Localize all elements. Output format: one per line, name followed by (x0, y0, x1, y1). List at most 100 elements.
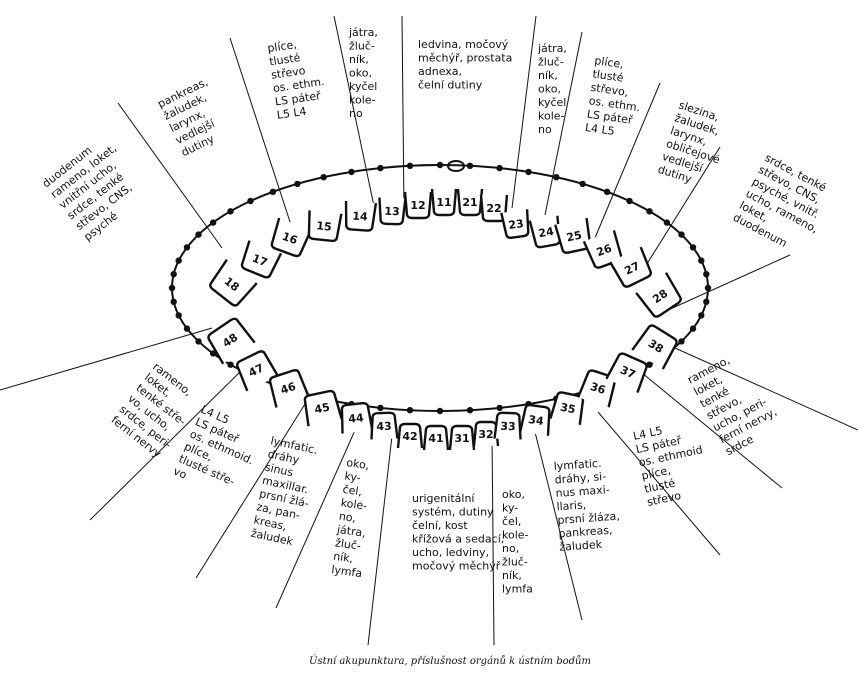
tooth-17: 17 (240, 240, 283, 279)
tooth-38: 38 (631, 324, 678, 370)
lower-label-8: L4 L5LS páteřos. ethmoidplíce,tlustéstře… (632, 417, 712, 509)
tooth-outline (609, 246, 652, 288)
tooth-number: 34 (527, 413, 544, 428)
tooth-number: 35 (559, 401, 577, 417)
tooth-number: 43 (376, 420, 392, 434)
divider-line (665, 343, 858, 431)
label-line: žaludek (250, 527, 295, 549)
acupoint-dot (183, 244, 191, 251)
tooth-31: 31 (448, 424, 476, 451)
upper-label-2: pankreas,žaludek,larynx,vedlejšídutiny (156, 75, 234, 159)
label-line: systém, dutiny (412, 506, 494, 519)
acupoint-dot (348, 168, 355, 176)
acupoint-dot (689, 244, 697, 251)
divider-line (544, 31, 583, 216)
label-line: L4 L5 (632, 424, 664, 443)
tooth-24: 24 (528, 215, 561, 249)
label-line: čelní dutiny (418, 79, 483, 92)
label-line: no (538, 123, 552, 136)
acupoint-dot (603, 188, 611, 195)
divider-line (591, 82, 661, 246)
tooth-16: 16 (270, 217, 313, 258)
tooth-number: 16 (280, 230, 299, 248)
tooth-outline (430, 188, 458, 217)
tooth-number: 24 (537, 225, 555, 241)
label-line: lymfatic. (553, 457, 602, 473)
tooth-27: 27 (609, 246, 652, 288)
divider-line (531, 419, 583, 621)
acupoint-dot (436, 161, 444, 169)
midline-marker (447, 160, 465, 172)
label-line: ník, (502, 569, 522, 582)
tooth-number: 46 (279, 380, 298, 397)
tooth-number: 13 (384, 205, 400, 219)
acupoint-dot (436, 407, 444, 415)
acupoint-dot (170, 298, 177, 305)
acupoint-dot (175, 312, 182, 319)
divider-line (229, 37, 293, 229)
tooth-outline (270, 217, 313, 258)
label-line: ník, (538, 69, 558, 82)
acupoint-dot (466, 162, 474, 169)
label-line: LS páteř (586, 108, 634, 127)
divider-line (89, 366, 246, 521)
tooth-outline (422, 424, 450, 451)
label-line: čel, (502, 515, 521, 528)
tooth-outline (209, 259, 258, 307)
label-line: kyčel (538, 96, 566, 109)
tooth-14: 14 (344, 200, 378, 232)
lower-label-4: oko,ky-čel,kole-no,játra,žluč-ník,lymfa (330, 456, 378, 580)
upper-label-1: duodenumrameno, loket,vnitřní ucho,srdce… (40, 131, 152, 244)
label-line: tlusté (268, 51, 301, 68)
acupoint-dot (496, 404, 503, 412)
tooth-47: 47 (236, 350, 279, 392)
label-line: čel, (342, 483, 363, 499)
tooth-outline (403, 191, 433, 220)
tooth-11: 11 (430, 188, 458, 217)
label-line: měchýř, prostata (418, 52, 512, 65)
tooth-21: 21 (456, 188, 484, 217)
tooth-outline (268, 369, 310, 408)
label-line: llaris, (556, 498, 587, 513)
label-line: ledvina, močový (418, 38, 509, 51)
divider-line (597, 411, 721, 556)
divider-line (635, 367, 783, 489)
tooth-26: 26 (582, 230, 623, 269)
tooth-35: 35 (549, 391, 585, 425)
acupoint-dot (209, 219, 217, 226)
label-line: žluč- (538, 56, 564, 69)
label-line: křížová a sedací, (412, 533, 504, 546)
lower-label-7: lymfatic.dráhy, si-nus maxi-llaris,prsní… (553, 456, 622, 554)
acupoint-dot (698, 257, 705, 264)
tooth-number: 21 (462, 196, 477, 209)
label-line: kole- (538, 110, 565, 123)
acupoint-dot (466, 407, 474, 414)
tooth-number: 32 (478, 428, 493, 441)
acupoint-dot (269, 188, 277, 195)
label-line: střevo, (590, 81, 629, 99)
label-line: střevo (270, 64, 306, 82)
label-line: ucho, ledviny, (412, 546, 489, 559)
tooth-44: 44 (340, 401, 374, 434)
acupoint-dot (247, 197, 254, 205)
upper-label-7: plíce,tlustéstřevo,os. ethm.LS páteřL4 L… (584, 54, 646, 141)
tooth-outline (236, 350, 279, 392)
label-line: oko, (502, 488, 525, 501)
divider-line (333, 15, 376, 212)
tooth-outline (344, 200, 378, 232)
label-line: urigenitální (412, 492, 475, 505)
tooth-number: 47 (246, 361, 265, 379)
divider-line (0, 327, 213, 391)
label-line: oko, (538, 83, 561, 96)
tooth-number: 12 (410, 199, 425, 212)
tooth-number: 33 (500, 420, 516, 434)
acupoint-dot (646, 208, 653, 215)
tooth-28: 28 (635, 272, 682, 318)
acupoint-dot (525, 168, 532, 176)
label-line: no (349, 107, 363, 120)
acupoint-dot (406, 407, 414, 414)
tooth-37: 37 (605, 352, 648, 394)
tooth-34: 34 (519, 403, 551, 436)
